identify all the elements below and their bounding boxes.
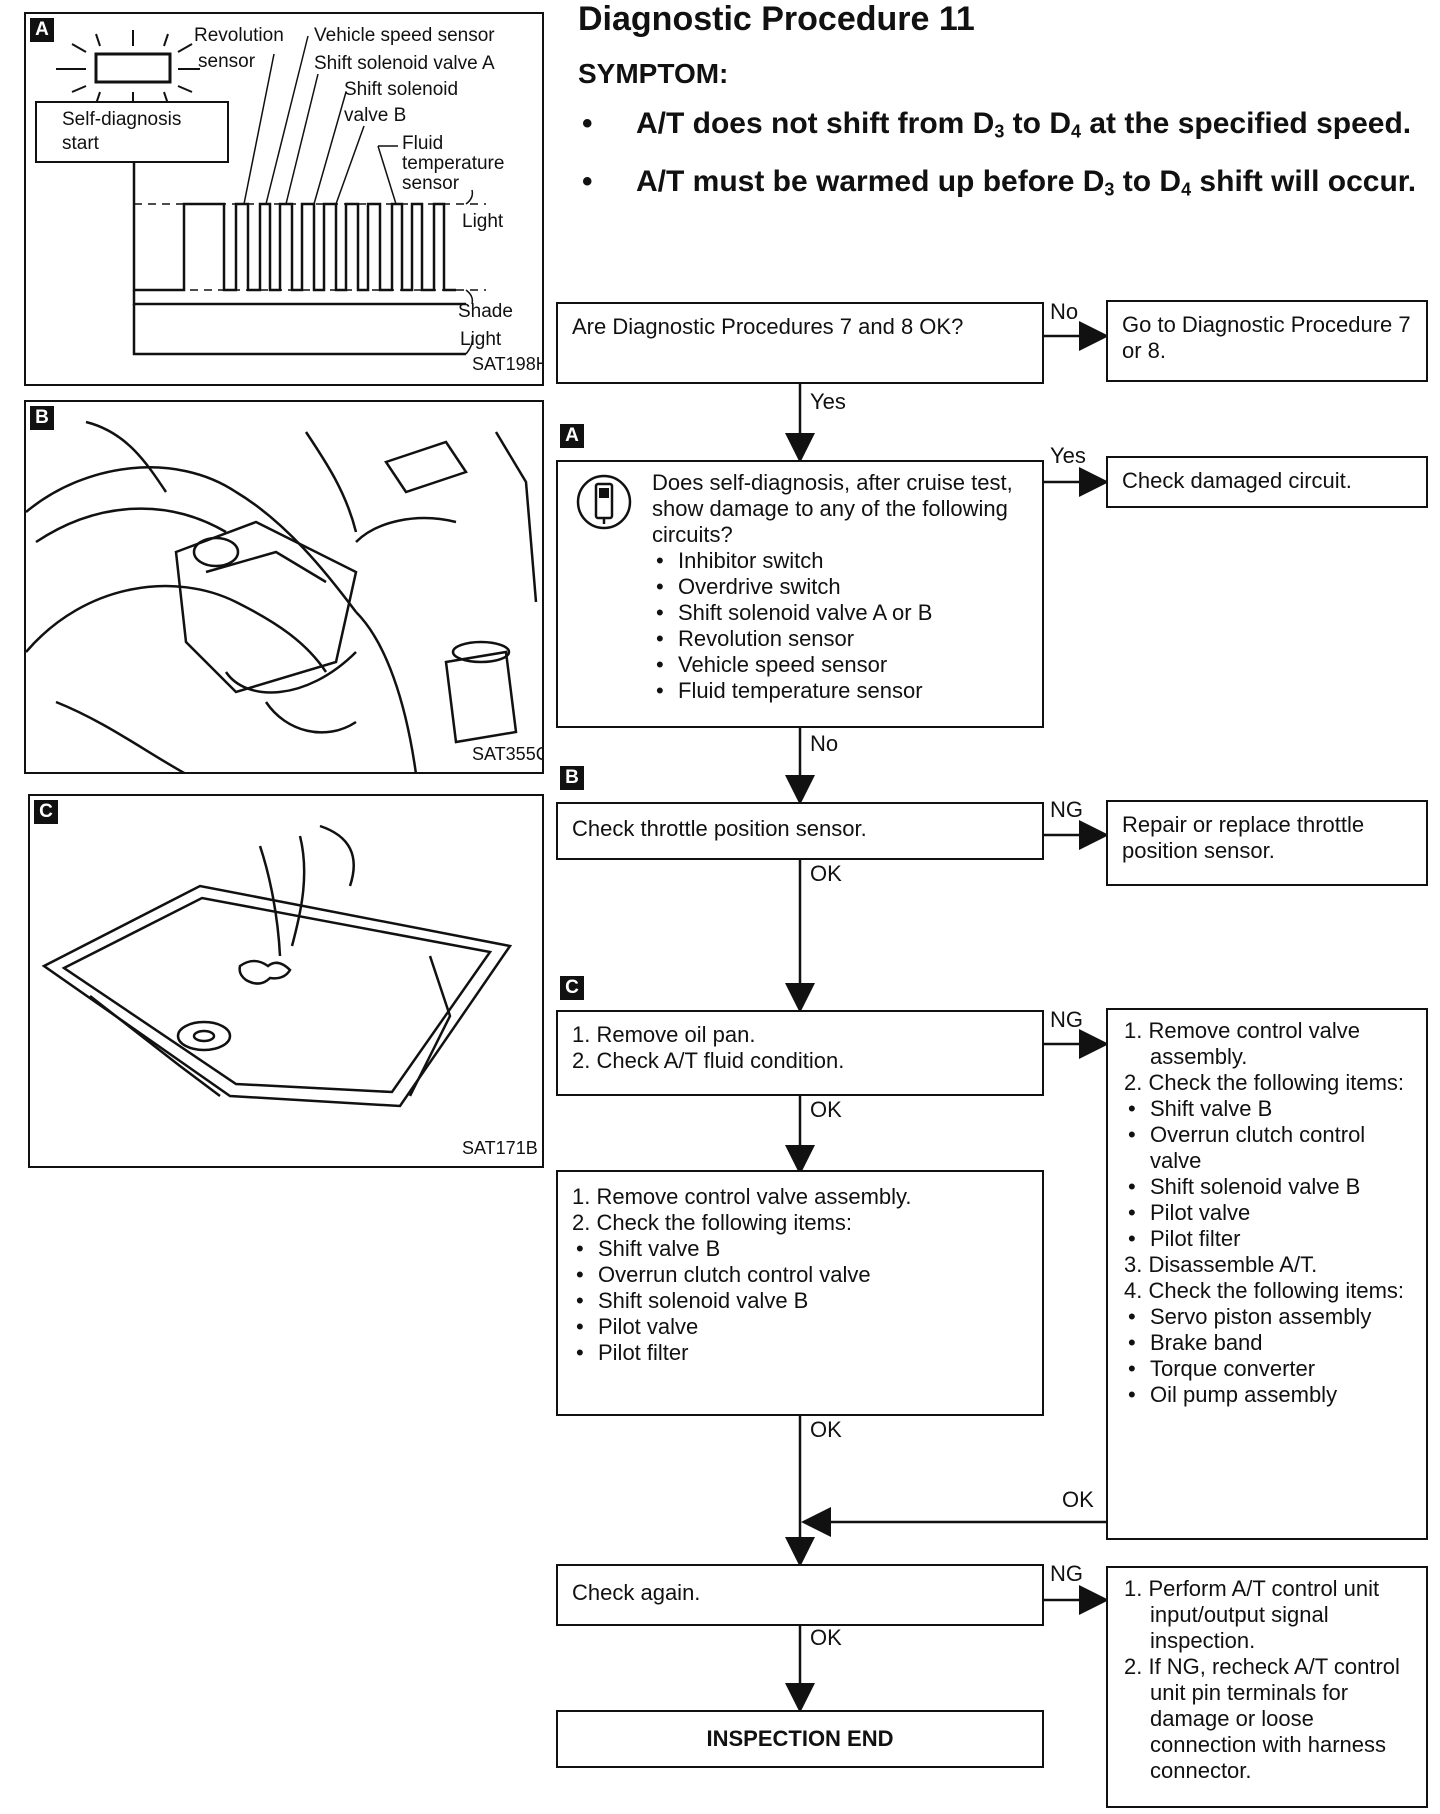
step-b-marker: B	[560, 766, 584, 790]
label-fluid-3: sensor	[402, 173, 460, 194]
page-title: Diagnostic Procedure 11	[578, 0, 975, 38]
panel-b-engine-illustration: B SAT355C	[24, 400, 544, 774]
circuit-list: Inhibitor switch Overdrive switch Shift …	[652, 548, 1028, 704]
list-item: Overrun clutch control valve	[1124, 1122, 1414, 1174]
label-vehicle-speed: Vehicle speed sensor	[314, 25, 495, 46]
list-item: Pilot filter	[1124, 1226, 1414, 1252]
list-item: Inhibitor switch	[652, 548, 1028, 574]
question-self-diagnosis: Does self-diagnosis, after cruise test, …	[556, 460, 1044, 728]
list-item: Fluid temperature sensor	[652, 678, 1028, 704]
list-item: Pilot valve	[572, 1314, 1028, 1340]
self-diagnosis-waveform	[35, 30, 486, 356]
check-again-box: Check again.	[556, 1564, 1044, 1626]
label-fluid-1: Fluid	[402, 133, 444, 154]
list-item: Vehicle speed sensor	[652, 652, 1028, 678]
ng-disassemble-box: 1. Remove control valve assembly. 2. Che…	[1106, 1008, 1428, 1540]
q6-ok-label: OK	[810, 1625, 842, 1650]
symptom-item: •A/T must be warmed up before D3 to D4 s…	[582, 164, 1417, 200]
panel-a-self-diagnosis: A Rev	[24, 12, 544, 386]
q3-ng-label: NG	[1050, 797, 1083, 822]
q3-ok-label: OK	[810, 861, 842, 886]
check-damaged-circuit-box: Check damaged circuit.	[1106, 456, 1428, 508]
label-fluid-2: temperature	[402, 153, 505, 174]
q4-ng-label: NG	[1050, 1007, 1083, 1032]
list-item: Overrun clutch control valve	[572, 1262, 1028, 1288]
symptom-item: •A/T does not shift from D3 to D4 at the…	[582, 107, 1412, 142]
step-c-marker: C	[560, 976, 584, 1000]
q1-yes-label: Yes	[810, 389, 846, 414]
question-diagnostic-procedures-7-8: Are Diagnostic Procedures 7 and 8 OK?	[556, 302, 1044, 384]
list-item: Shift solenoid valve B	[572, 1288, 1028, 1314]
go-to-procedure-box: Go to Diagnostic Procedure 7 or 8.	[1106, 300, 1428, 382]
symptom-list: •A/T does not shift from D3 to D4 at the…	[578, 106, 1428, 221]
list-item: Pilot filter	[572, 1340, 1028, 1366]
q6-ng-label: NG	[1050, 1561, 1083, 1586]
inspection-end-box: INSPECTION END	[556, 1710, 1044, 1768]
oil-pan-drawing	[41, 824, 513, 1108]
step-a-marker: A	[560, 424, 584, 448]
panel-b-code: SAT355C	[472, 744, 544, 764]
self-diagnosis-start-label: Self-diagnosis start	[62, 109, 182, 154]
list-item: Shift valve B	[572, 1236, 1028, 1262]
list-item: Oil pump assembly	[1124, 1382, 1414, 1408]
panel-a-letter: A	[30, 18, 54, 42]
consult-tool-icon	[576, 474, 632, 530]
label-sensor: sensor	[198, 51, 256, 72]
panel-c-letter: C	[34, 800, 58, 824]
q2-no-label: No	[810, 731, 839, 756]
list-item: Torque converter	[1124, 1356, 1414, 1382]
list-item: Overdrive switch	[652, 574, 1028, 600]
q4-ok-label: OK	[810, 1097, 842, 1122]
label-shade: Shade	[458, 301, 513, 322]
label-shift-b-1: Shift solenoid	[344, 79, 459, 100]
list-item: Shift solenoid valve A or B	[652, 600, 1028, 626]
q5-ok-label: OK	[810, 1417, 842, 1442]
symptom-heading: SYMPTOM:	[578, 58, 729, 89]
label-shift-b-2: valve B	[344, 105, 407, 126]
panel-c-oil-pan-illustration: C SAT171B	[28, 794, 544, 1168]
label-shift-a: Shift solenoid valve A	[314, 53, 495, 74]
ng-box-ok-label: OK	[1062, 1487, 1094, 1512]
remove-oil-pan-box: 1. Remove oil pan. 2. Check A/T fluid co…	[556, 1010, 1044, 1096]
label-light: Light	[462, 211, 504, 232]
label-revolution: Revolution	[194, 25, 284, 46]
list-item: Brake band	[1124, 1330, 1414, 1356]
q2-yes-label: Yes	[1050, 443, 1086, 468]
q1-no-label: No	[1050, 299, 1079, 324]
list-item: Servo piston assembly	[1124, 1304, 1414, 1330]
label-light-2: Light	[460, 329, 502, 350]
panel-c-code: SAT171B	[462, 1138, 538, 1158]
control-unit-inspection-box: 1. Perform A/T control unit input/output…	[1106, 1566, 1428, 1808]
list-item: Revolution sensor	[652, 626, 1028, 652]
remove-control-valve-box: 1. Remove control valve assembly. 2. Che…	[556, 1170, 1044, 1416]
check-throttle-position-sensor-box: Check throttle position sensor.	[556, 802, 1044, 860]
repair-throttle-sensor-box: Repair or replace throttle position sens…	[1106, 800, 1428, 886]
list-item: Shift valve B	[1124, 1096, 1414, 1122]
list-item: Pilot valve	[1124, 1200, 1414, 1226]
throttle-body-drawing	[26, 420, 538, 772]
list-item: Shift solenoid valve B	[1124, 1174, 1414, 1200]
panel-b-letter: B	[30, 406, 54, 430]
panel-a-code: SAT198H	[472, 354, 544, 374]
